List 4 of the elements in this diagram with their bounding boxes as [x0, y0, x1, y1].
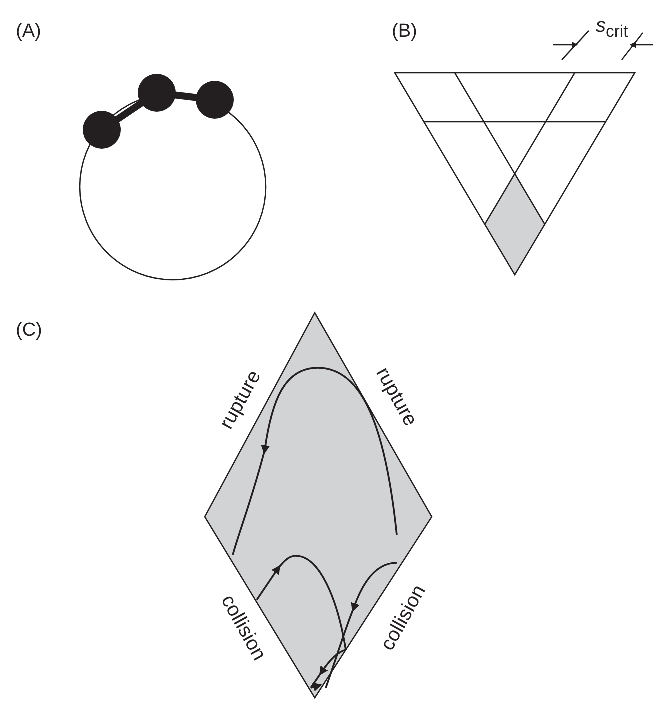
panel-label: (C) [16, 321, 42, 340]
dimension-label: s$_{crit}$ [596, 16, 628, 41]
panel-label: (B) [392, 22, 418, 41]
panel-label: (A) [16, 22, 42, 41]
